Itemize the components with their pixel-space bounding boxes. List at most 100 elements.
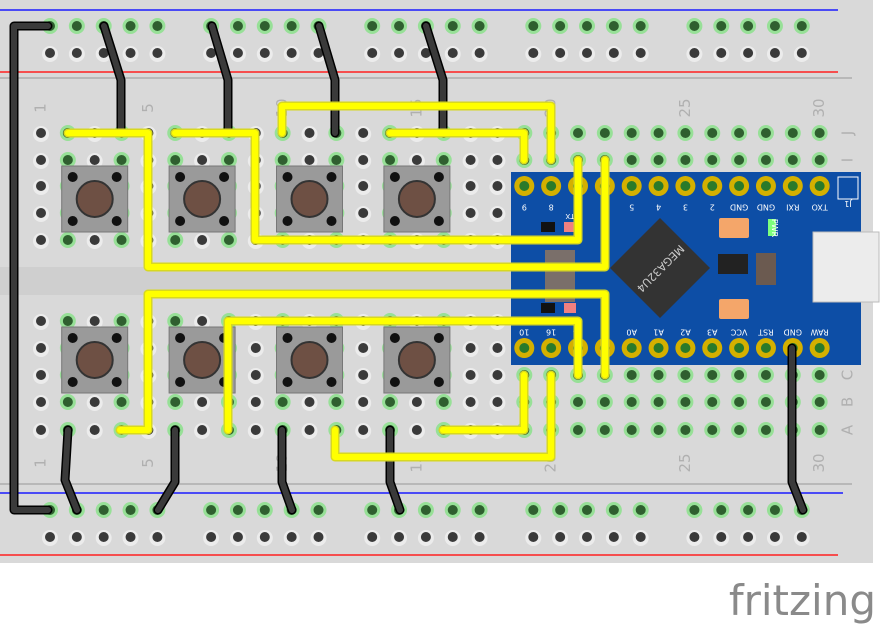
breadboard-hole xyxy=(313,532,324,542)
breadboard-hole xyxy=(170,397,181,407)
breadboard-hole xyxy=(98,48,109,58)
breadboard-hole xyxy=(716,532,727,542)
breadboard-hole xyxy=(796,48,807,58)
breadboard-hole xyxy=(555,505,566,515)
breadboard-hole xyxy=(358,181,369,191)
breadboard-hole xyxy=(170,235,181,245)
pushbutton xyxy=(168,165,236,233)
breadboard-hole xyxy=(707,425,718,435)
breadboard-hole xyxy=(734,128,745,138)
breadboard-hole xyxy=(626,370,637,380)
button-corner xyxy=(389,333,400,343)
pin-hole xyxy=(546,343,557,353)
breadboard-hole xyxy=(689,21,700,31)
breadboard-hole xyxy=(653,370,664,380)
breadboard-hole xyxy=(62,235,73,245)
breadboard-hole xyxy=(769,505,780,515)
breadboard-hole xyxy=(116,397,127,407)
button-corner xyxy=(282,333,293,343)
breadboard-hole xyxy=(277,397,288,407)
breadboard-hole xyxy=(197,425,208,435)
pin-label: 8 xyxy=(549,203,554,212)
signal-wire xyxy=(172,130,581,243)
breadboard-hole xyxy=(760,425,771,435)
button-cap xyxy=(397,341,436,379)
breadboard-hole xyxy=(206,532,217,542)
crystal xyxy=(719,218,749,238)
breadboard-hole xyxy=(277,155,288,165)
column-label: 25 xyxy=(676,98,694,117)
breadboard-hole xyxy=(36,235,46,245)
breadboard-hole xyxy=(170,155,181,165)
breadboard-hole xyxy=(447,21,458,31)
breadboard-hole xyxy=(232,21,243,31)
breadboard-hole xyxy=(582,532,592,542)
breadboard-hole xyxy=(45,48,55,58)
pin-label: 3 xyxy=(683,203,688,212)
pin-hole xyxy=(519,181,530,191)
breadboard-hole xyxy=(259,505,270,515)
button-corner xyxy=(67,333,78,343)
breadboard-hole xyxy=(635,532,646,542)
breadboard-hole xyxy=(787,128,798,138)
ground-wire xyxy=(789,345,806,513)
breadboard-hole xyxy=(608,48,619,58)
button-corner xyxy=(389,172,400,182)
column-label: 5 xyxy=(139,458,157,468)
breadboard-hole xyxy=(250,397,261,407)
ground-wire xyxy=(11,23,51,513)
breadboard-hole xyxy=(680,155,691,165)
breadboard-hole xyxy=(680,128,691,138)
pin-hole xyxy=(653,343,664,353)
pin-label: GND xyxy=(757,203,775,212)
breadboard-hole xyxy=(116,155,127,165)
button-corner xyxy=(282,172,293,182)
breadboard-hole xyxy=(304,397,315,407)
breadboard-hole xyxy=(608,21,619,31)
pin-hole xyxy=(519,343,530,353)
pin-hole xyxy=(653,181,664,191)
breadboard-hole xyxy=(760,370,771,380)
button-cap xyxy=(290,180,329,218)
breadboard-hole xyxy=(358,425,369,435)
breadboard-hole xyxy=(89,397,100,407)
breadboard-hole xyxy=(814,155,825,165)
breadboard-hole xyxy=(599,128,610,138)
breadboard-hole xyxy=(152,532,163,542)
breadboard-hole xyxy=(608,505,619,515)
breadboard-hole xyxy=(36,370,46,380)
button-corner xyxy=(67,216,78,226)
breadboard-hole xyxy=(197,155,208,165)
breadboard-hole xyxy=(680,425,691,435)
crystal xyxy=(719,299,749,319)
column-label: 1 xyxy=(32,458,50,468)
button-corner xyxy=(326,333,337,343)
button-corner xyxy=(433,377,444,387)
breadboard-hole xyxy=(582,48,592,58)
breadboard-hole xyxy=(608,532,619,542)
button-corner xyxy=(433,333,444,343)
button-corner xyxy=(389,377,400,387)
breadboard-hole xyxy=(465,397,476,407)
button-corner xyxy=(111,172,122,182)
breadboard-hole xyxy=(474,505,485,515)
breadboard-hole xyxy=(197,397,208,407)
breadboard-hole xyxy=(528,48,539,58)
breadboard-hole xyxy=(438,397,449,407)
column-label: 30 xyxy=(810,98,828,117)
signal-wire xyxy=(332,372,554,460)
breadboard-hole xyxy=(438,155,449,165)
button-corner xyxy=(67,172,78,182)
pin-label: RXI xyxy=(786,203,799,212)
breadboard-hole xyxy=(125,532,136,542)
breadboard-hole xyxy=(394,532,405,542)
breadboard-hole xyxy=(259,532,270,542)
breadboard-hole xyxy=(116,316,127,326)
ground-wire xyxy=(423,23,446,136)
usb-connector xyxy=(812,231,880,303)
breadboard-hole xyxy=(367,48,378,58)
breadboard-hole xyxy=(734,370,745,380)
breadboard-hole xyxy=(528,21,539,31)
button-corner xyxy=(282,377,293,387)
breadboard-hole xyxy=(331,397,342,407)
